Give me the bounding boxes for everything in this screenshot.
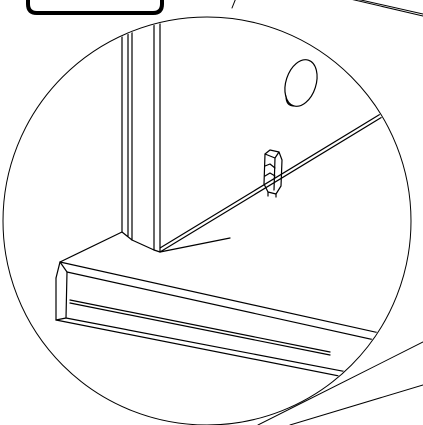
detail-magnifier-circle (2, 16, 412, 425)
detail-leader-lines (257, 341, 423, 425)
callout-label-frame (26, 0, 164, 15)
callout-leader-lines (231, 0, 423, 17)
vertical-panel (121, 18, 161, 253)
back-panel (159, 89, 410, 253)
connector-fitting (263, 149, 283, 198)
bottom-panel (55, 231, 410, 393)
predrilled-hole (284, 59, 318, 107)
